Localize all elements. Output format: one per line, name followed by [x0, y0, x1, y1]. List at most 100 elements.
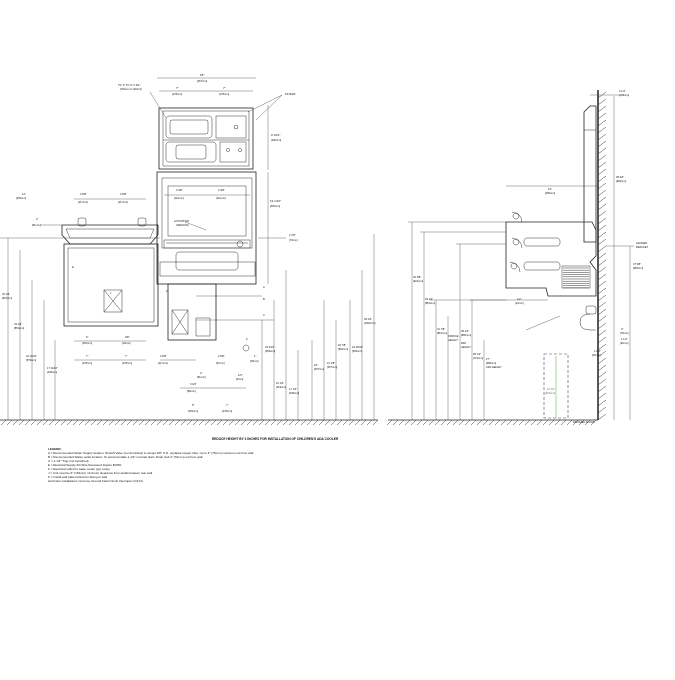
legend: LEGEND: A = Recommended Water Supply loc… [48, 447, 368, 483]
svg-text:7": 7" [125, 354, 127, 358]
svg-text:1/2": 1/2" [517, 297, 522, 301]
svg-text:[32mm]: [32mm] [620, 341, 629, 345]
svg-text:[111mm]: [111mm] [174, 196, 184, 200]
letter-k: K [246, 337, 248, 341]
cooler-grille [103, 289, 123, 313]
ada-height-label: ADA HEIGHT [486, 365, 502, 369]
wall-hatch [597, 91, 607, 421]
fountain-basin [61, 224, 159, 245]
svg-text:[457mm]: [457mm] [314, 367, 324, 371]
svg-text:[6mm]: [6mm] [236, 377, 243, 381]
svg-text:38 3/4": 38 3/4" [616, 175, 624, 179]
svg-text:1 1/4": 1 1/4" [621, 337, 628, 341]
filler-housing [158, 107, 254, 170]
filter-kit-label: TD. 6" TO 4" X 3/4" [118, 83, 140, 87]
svg-text:19 15/16": 19 15/16" [352, 345, 363, 349]
letter-a: A [263, 285, 265, 289]
svg-text:35 1/4": 35 1/4" [461, 329, 469, 333]
svg-text:[924mm]: [924mm] [413, 279, 423, 283]
svg-text:39 1/2": 39 1/2" [364, 317, 372, 321]
svg-text:1": 1" [254, 354, 256, 358]
svg-text:[178mm]: [178mm] [122, 361, 132, 365]
svg-text:[178mm]: [178mm] [219, 92, 229, 96]
svg-text:[117mm]: [117mm] [158, 361, 168, 365]
legend-line: K = Install wall plate behind for facing… [48, 475, 107, 479]
letter-j: J [110, 291, 112, 295]
svg-text:[95mm]: [95mm] [187, 389, 196, 393]
svg-text:19": 19" [548, 187, 552, 191]
svg-text:[32mm]: [32mm] [592, 353, 601, 357]
svg-text:[956mm]: [956mm] [633, 266, 643, 270]
svg-text:[851mm]: [851mm] [425, 301, 435, 305]
svg-text:BRACKET: BRACKET [636, 245, 649, 249]
svg-text:[51mm]: [51mm] [32, 223, 41, 227]
svg-text:[581mm]: [581mm] [338, 347, 348, 351]
svg-text:7": 7" [223, 86, 226, 90]
letter-c: C [263, 313, 265, 317]
svg-text:1/4": 1/4" [238, 373, 243, 377]
svg-text:(SENSOR): (SENSOR) [176, 223, 189, 227]
svg-text:33 1/2": 33 1/2" [14, 322, 22, 326]
bottle-filler-body [156, 171, 257, 285]
hanger-label: HANGER [636, 241, 647, 245]
svg-text:4 3/8": 4 3/8" [218, 188, 225, 192]
svg-text:6": 6" [86, 335, 88, 339]
center-cabinet [167, 283, 217, 341]
svg-text:22 7/8": 22 7/8" [338, 343, 346, 347]
activation-label: ACTIVATION [174, 219, 189, 223]
svg-text:[445mm]: [445mm] [289, 391, 299, 395]
svg-text:3/8": 3/8" [125, 335, 130, 339]
rim-label: RIM [461, 341, 466, 345]
svg-text:36 1/4": 36 1/4" [2, 292, 10, 296]
finished-floor-label: FINISHED FLOOR [573, 420, 595, 424]
svg-text:4 5/8": 4 5/8" [80, 192, 87, 196]
svg-text:4 1/4": 4 1/4" [619, 89, 626, 93]
cooler-profile [505, 221, 597, 297]
svg-text:2": 2" [200, 371, 202, 375]
svg-text:[506mm]: [506mm] [352, 349, 362, 353]
cooler-cabinet [63, 243, 159, 327]
svg-text:[259mm]: [259mm] [265, 349, 275, 353]
svg-text:[483mm]: [483mm] [545, 191, 555, 195]
letter-f: F [166, 289, 168, 293]
svg-text:HEIGHT: HEIGHT [448, 338, 458, 342]
svg-text:[724mm]: [724mm] [473, 356, 483, 360]
legend-line: F = Electrical outlet for water cooler (… [48, 467, 110, 471]
svg-text:[419mm]: [419mm] [276, 385, 286, 389]
svg-text:[117mm]: [117mm] [78, 200, 88, 204]
svg-text:[895mm]: [895mm] [461, 333, 471, 337]
letter-e: E [72, 265, 74, 269]
svg-text:[51mm]: [51mm] [197, 375, 206, 379]
legend-line: E = Electrical Supply 3/4 Wire Recessed … [48, 463, 122, 467]
front-floor-hatch [0, 419, 379, 426]
svg-text:6": 6" [192, 403, 194, 407]
svg-text:[449mm]: [449mm] [47, 370, 57, 374]
svg-text:16 1/2": 16 1/2" [276, 381, 284, 385]
svg-text:[108mm]: [108mm] [619, 93, 629, 97]
svg-text:7": 7" [176, 86, 179, 90]
svg-text:27": 27" [486, 357, 490, 361]
svg-text:7": 7" [226, 403, 228, 407]
reduce-height-note: REDUCE HEIGHT BY 3 INCHES FOR INSTALLATI… [212, 437, 339, 441]
svg-text:[178mm]: [178mm] [172, 92, 182, 96]
svg-text:[457mm]: [457mm] [197, 79, 207, 83]
svg-text:[686mm]: [686mm] [486, 361, 496, 365]
svg-text:[13mm]: [13mm] [515, 301, 524, 305]
svg-text:[230mm]: [230mm] [271, 138, 281, 142]
svg-text:[1003mm]: [1003mm] [364, 321, 376, 325]
svg-text:22 13/16": 22 13/16" [26, 354, 37, 358]
front-view [0, 77, 379, 426]
svg-text:18": 18" [314, 363, 318, 367]
svg-text:7": 7" [86, 354, 88, 358]
svg-text:1 1/4": 1 1/4" [594, 349, 601, 353]
svg-text:[111mm]: [111mm] [216, 196, 226, 200]
side-floor-hatch [386, 419, 597, 426]
legend-line: Hard wire installations must use Ground … [48, 479, 144, 483]
svg-text:[152mm]: [152mm] [82, 341, 92, 345]
filters-label: FILTERS [285, 92, 296, 96]
svg-text:[67mm]: [67mm] [216, 361, 225, 365]
svg-text:31 7/8": 31 7/8" [437, 327, 445, 331]
front-dimension-labels: 18" [457mm] TD. 6" TO 4" X 3/4" [152mm X… [2, 73, 376, 413]
legend-line: A = Recommended Water Supply location. S… [48, 451, 255, 455]
